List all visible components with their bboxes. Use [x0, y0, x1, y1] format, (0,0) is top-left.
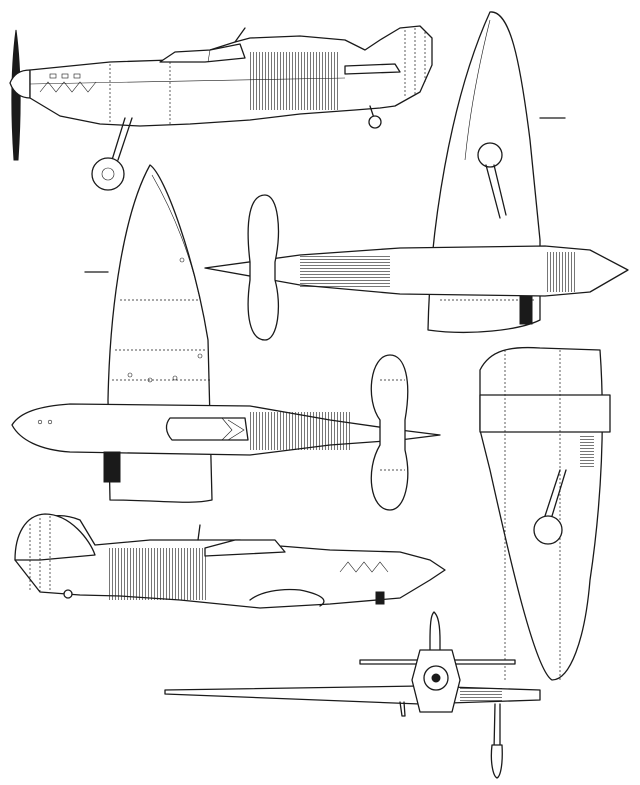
tail-wheel-lower: [63, 589, 73, 599]
aerial-mast-lower: [197, 524, 201, 541]
fabric-lower: [108, 548, 208, 600]
tailplane-plan: [370, 354, 409, 511]
fin-ribs: [404, 28, 426, 98]
engine-exhaust-bank: [545, 252, 575, 292]
tail-wheel: [368, 115, 382, 129]
canopy: [159, 43, 246, 63]
fabric-section: [300, 255, 390, 287]
fabric-fuselage-top: [250, 412, 350, 450]
tail-rotated: [247, 194, 280, 341]
radiator-intake: [103, 451, 121, 483]
underside-gun-blister: [533, 515, 563, 545]
propeller-blade: [11, 29, 21, 161]
radiator-rotated: [519, 295, 533, 325]
rivets: [127, 257, 203, 383]
side-view-bottom: [14, 513, 446, 609]
aileron-line: [464, 19, 491, 161]
plan-view-rotated-upper: [204, 11, 629, 341]
main-wheel: [91, 157, 125, 191]
underside-fuselage: [479, 394, 611, 433]
cockpit-plan: [165, 417, 249, 441]
exhaust-stubs: [49, 73, 81, 79]
canopy-lower: [204, 539, 286, 557]
side-view-top: [9, 25, 433, 191]
front-gear-leg: [493, 703, 501, 751]
underside-view: [479, 346, 611, 681]
fin-lower: [14, 513, 96, 561]
fabric-covering: [248, 52, 338, 110]
wing-root-lower: [249, 588, 325, 607]
front-wheel: [490, 744, 503, 779]
aileron-hinge: [151, 174, 201, 301]
front-radiator: [460, 686, 502, 702]
underside-radiator: [580, 435, 594, 467]
main-gear-leg: [111, 117, 133, 161]
tailplane-side: [344, 63, 401, 75]
top-plan-view: [11, 164, 441, 511]
gun-fairing: [477, 142, 503, 168]
aerial-mast: [234, 27, 246, 43]
front-view: [164, 611, 541, 779]
